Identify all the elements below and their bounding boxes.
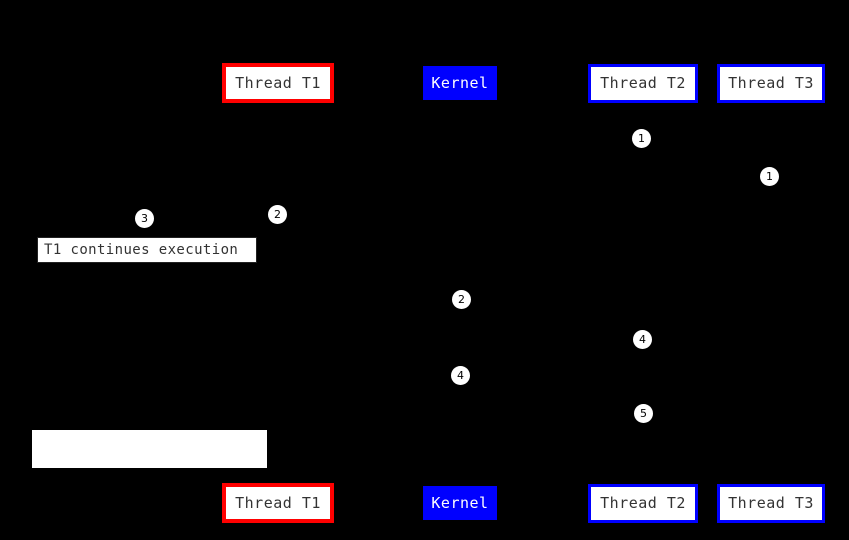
note-t1-continues-execution-label: T1 continues execution <box>44 242 239 258</box>
participant-label-thread-t2-bottom: Thread T2 <box>600 494 686 512</box>
participant-label-kernel-top: Kernel <box>431 73 489 92</box>
step-badge-kernel-2: 2 <box>452 290 471 309</box>
participant-box-thread-t2-top[interactable]: Thread T2 <box>588 64 698 103</box>
participant-box-thread-t1-top[interactable]: Thread T1 <box>222 63 334 103</box>
step-badge-t3-1-label: 1 <box>766 170 773 183</box>
message-arrow-kernel-to-t1 <box>278 214 460 215</box>
lifeline-stub-thread-t2-bottom <box>642 480 645 484</box>
activation-thread-t3 <box>767 177 775 297</box>
step-badge-kernel-4-label: 4 <box>457 369 464 382</box>
message-arrow-t2-return <box>460 413 643 414</box>
step-badge-t3-1: 1 <box>760 167 779 186</box>
step-badge-t1-3-label: 3 <box>141 212 148 225</box>
participant-label-thread-t3-bottom: Thread T3 <box>728 494 814 512</box>
message-arrow-kernel-to-t2 <box>460 339 643 340</box>
participant-label-thread-t1-bottom: Thread T1 <box>235 493 321 512</box>
step-badge-t1-2: 2 <box>268 205 287 224</box>
step-badge-t2-1: 1 <box>632 129 651 148</box>
step-badge-t1-3: 3 <box>135 209 154 228</box>
note-blank <box>32 430 267 468</box>
activation-thread-t1 <box>274 214 282 444</box>
note-t1-continues-execution: T1 continues execution <box>37 237 257 263</box>
step-badge-t1-2-label: 2 <box>274 208 281 221</box>
message-arrow-t2-to-t3 <box>643 177 771 178</box>
step-badge-kernel-4: 4 <box>451 366 470 385</box>
participant-label-kernel-bottom: Kernel <box>431 493 489 512</box>
participant-label-thread-t3-top: Thread T3 <box>728 74 814 92</box>
step-badge-kernel-2-label: 2 <box>458 293 465 306</box>
participant-box-thread-t3-bottom[interactable]: Thread T3 <box>717 484 825 523</box>
participant-box-thread-t3-top[interactable]: Thread T3 <box>717 64 825 103</box>
participant-label-thread-t2-top: Thread T2 <box>600 74 686 92</box>
step-badge-t2-5-label: 5 <box>640 407 647 420</box>
step-badge-t2-1-label: 1 <box>638 132 645 145</box>
message-arrow-t2-to-kernel <box>460 299 643 300</box>
participant-box-thread-t1-bottom[interactable]: Thread T1 <box>222 483 334 523</box>
lifeline-stub-thread-t1-bottom <box>277 479 280 483</box>
activation-thread-t2 <box>639 139 647 419</box>
step-badge-t2-4-label: 4 <box>639 333 646 346</box>
participant-box-kernel-top[interactable]: Kernel <box>423 66 497 100</box>
participant-label-thread-t1-top: Thread T1 <box>235 73 321 92</box>
participant-box-thread-t2-bottom[interactable]: Thread T2 <box>588 484 698 523</box>
step-badge-t2-5: 5 <box>634 404 653 423</box>
participant-box-kernel-bottom[interactable]: Kernel <box>423 486 497 520</box>
step-badge-t2-4: 4 <box>633 330 652 349</box>
lifeline-stub-thread-t3-bottom <box>770 480 773 484</box>
